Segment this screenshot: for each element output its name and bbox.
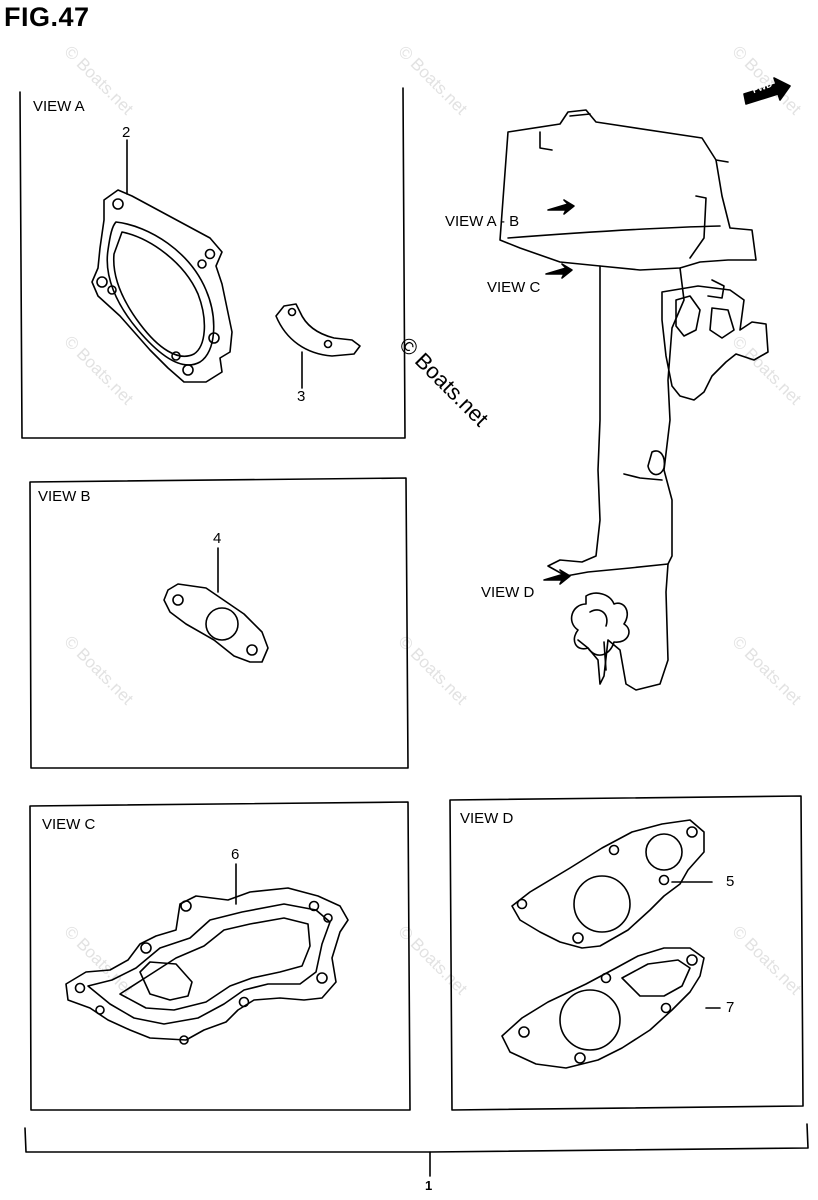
part-number-6: 6 — [231, 846, 240, 863]
view-b-frame — [30, 478, 408, 768]
gasket-6 — [66, 888, 348, 1044]
assembly-bracket — [25, 1124, 808, 1152]
fwd-arrow-icon — [744, 78, 790, 104]
view-a-label: VIEW A — [33, 98, 85, 115]
assembly-number: 1 — [425, 1178, 433, 1193]
part-number-3: 3 — [297, 388, 306, 405]
callout-view-ab: VIEW A - B — [445, 213, 520, 230]
callout-view-d: VIEW D — [481, 584, 535, 601]
figure-title: FIG.47 — [4, 2, 90, 32]
gasket-5 — [512, 820, 704, 948]
view-c-frame — [30, 802, 410, 1110]
view-d-frame — [450, 796, 803, 1110]
callout-view-c: VIEW C — [487, 279, 541, 296]
view-c-label: VIEW C — [42, 816, 96, 833]
part-number-4: 4 — [213, 530, 222, 547]
gasket-4 — [164, 584, 268, 662]
view-b-label: VIEW B — [38, 488, 91, 505]
outboard-motor-outline — [500, 110, 768, 690]
gasket-7 — [502, 948, 704, 1068]
view-d-label: VIEW D — [460, 810, 514, 827]
view-a-frame — [20, 88, 405, 438]
part-number-5: 5 — [726, 873, 735, 890]
plate-3 — [276, 304, 360, 356]
part-number-7: 7 — [726, 999, 735, 1016]
gasket-2 — [92, 190, 232, 382]
part-number-2: 2 — [122, 124, 131, 141]
